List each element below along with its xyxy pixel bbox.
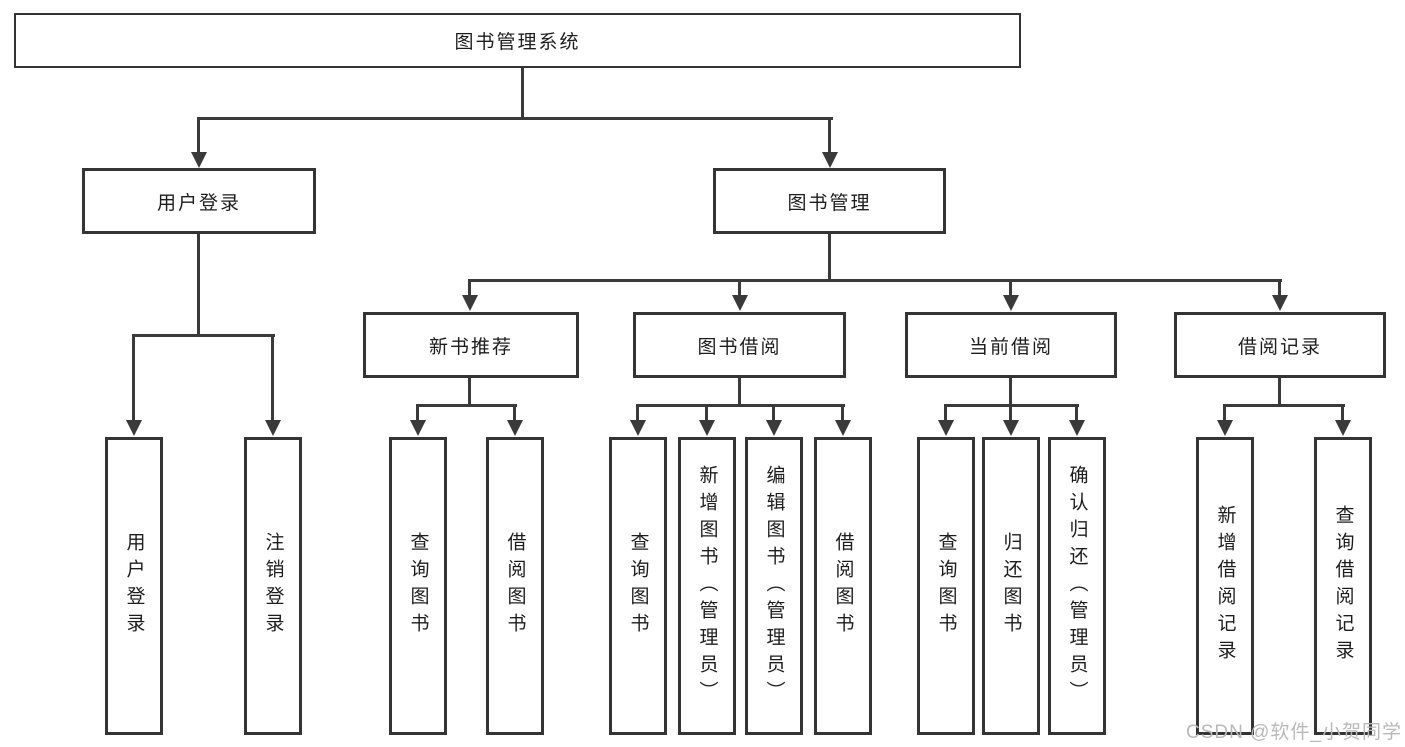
leaf-logout: 注销登录 [244, 437, 302, 735]
connector-book-borrowing-bus [636, 404, 845, 407]
arrowhead-down [1069, 420, 1085, 436]
connector-borrowing-records-stem [1278, 378, 1281, 407]
arrowhead-down [265, 420, 281, 436]
leaf-query-books-borrowing: 查询图书 [609, 437, 667, 735]
node-new-book-recommendation: 新书推荐 [363, 312, 579, 378]
connector-drop [772, 404, 775, 421]
connector-book-borrowing-stem [738, 378, 741, 407]
arrowhead-down [699, 420, 715, 436]
leaf-edit-books-admin: 编辑图书（管理员） [745, 437, 803, 735]
leaf-add-borrow-record: 新增借阅记录 [1196, 437, 1254, 735]
connector-drop [1009, 404, 1012, 421]
connector-drop [944, 404, 947, 421]
arrowhead-down [126, 420, 142, 436]
connector-user-login-bus [132, 334, 275, 337]
arrowhead-down [1272, 295, 1288, 311]
connector-drop-leaf-login [132, 334, 135, 421]
connector-drop [1341, 404, 1344, 421]
connector-drop [841, 404, 844, 421]
leaf-borrow-books-recommend: 借阅图书 [486, 437, 544, 735]
leaf-add-books-admin: 新增图书（管理员） [678, 437, 736, 735]
connector-root-stem [521, 67, 524, 118]
connector-drop [705, 404, 708, 421]
arrowhead-down [1217, 420, 1233, 436]
connector-root-bus [197, 117, 833, 120]
arrowhead-down [410, 420, 426, 436]
leaf-return-books: 归还图书 [982, 437, 1040, 735]
connector-new-book-bus [416, 404, 517, 407]
connector-borrowing-records-bus [1223, 404, 1345, 407]
arrowhead-down [630, 420, 646, 436]
connector-user-login-stem [197, 234, 200, 337]
arrowhead-down [1003, 295, 1019, 311]
leaf-borrow-books: 借阅图书 [814, 437, 872, 735]
connector-drop [1223, 404, 1226, 421]
connector-drop-book-management [828, 117, 831, 153]
arrowhead-down [191, 152, 207, 168]
arrowhead-down [766, 420, 782, 436]
node-book-borrowing: 图书借阅 [633, 312, 846, 378]
csdn-watermark: CSDN @软件_小贺同学 [1186, 722, 1402, 743]
node-library-management-system: 图书管理系统 [14, 13, 1021, 68]
connector-drop [636, 404, 639, 421]
arrowhead-down [835, 420, 851, 436]
connector-book-management-stem [828, 234, 831, 282]
connector-book-management-bus [468, 279, 1282, 282]
connector-new-book-stem [468, 378, 471, 407]
arrowhead-down [1335, 420, 1351, 436]
arrowhead-down [507, 420, 523, 436]
arrowhead-down [1003, 420, 1019, 436]
connector-drop-book-borrowing [738, 279, 741, 296]
connector-drop [1075, 404, 1078, 421]
arrowhead-down [822, 152, 838, 168]
node-borrowing-records: 借阅记录 [1174, 312, 1386, 378]
connector-drop-borrowing-records [1278, 279, 1281, 296]
node-user-login: 用户登录 [82, 168, 316, 234]
arrowhead-down [938, 420, 954, 436]
leaf-confirm-return-admin: 确认归还（管理员） [1048, 437, 1106, 735]
node-book-management: 图书管理 [713, 168, 946, 234]
connector-drop-user-login [197, 117, 200, 153]
connector-drop-leaf-logout [271, 334, 274, 421]
arrowhead-down [732, 295, 748, 311]
leaf-query-books-current: 查询图书 [917, 437, 975, 735]
leaf-query-borrow-record: 查询借阅记录 [1314, 437, 1372, 735]
connector-drop [513, 404, 516, 421]
node-current-borrowing: 当前借阅 [905, 312, 1117, 378]
arrowhead-down [462, 295, 478, 311]
connector-drop [416, 404, 419, 421]
connector-drop-current-borrowing [1009, 279, 1012, 296]
connector-current-borrowing-stem [1009, 378, 1012, 407]
leaf-query-books-recommend: 查询图书 [389, 437, 447, 735]
leaf-user-login: 用户登录 [105, 437, 163, 735]
connector-drop-new-book [468, 279, 471, 296]
